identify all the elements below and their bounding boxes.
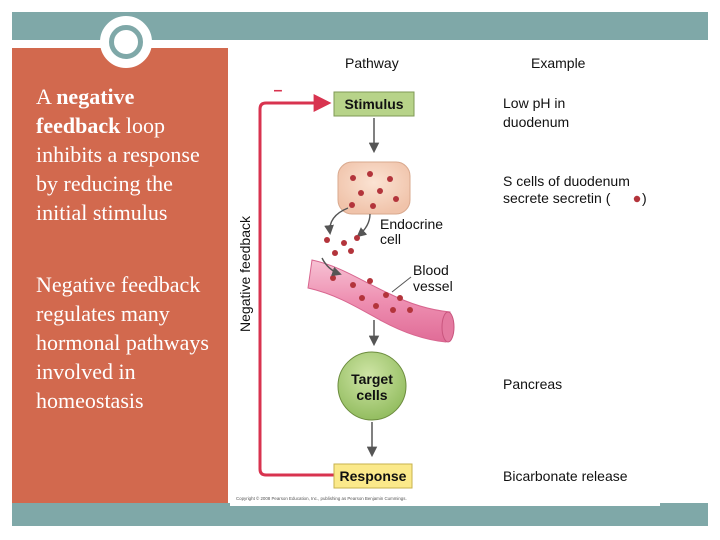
example-response: Bicarbonate release (503, 468, 628, 484)
example-stimulus-2: duodenum (503, 114, 569, 130)
minus-badge-icon (270, 82, 286, 98)
bullet-hormonal-pathways: Negative feedback regulates many hormona… (36, 272, 209, 413)
target-label-2: cells (356, 387, 387, 403)
endocrine-label-2: cell (380, 231, 401, 247)
example-endocrine-2: secrete secretin ( (503, 190, 611, 206)
target-cells (337, 351, 407, 421)
blood-vessel (307, 259, 451, 343)
arrow-into-vessel (321, 257, 342, 277)
feedback-loop-line (258, 94, 343, 477)
arrow-secretion-right (356, 213, 371, 238)
secretin-dot-icon (633, 195, 641, 203)
bottom-frame-bar (12, 503, 708, 526)
copyright-text: Copyright © 2008 Pearson Education, Inc.… (236, 496, 407, 501)
bullet-negative-feedback: A negative feedback loop inhibits a resp… (36, 84, 200, 225)
arrow-secretion-left (324, 207, 349, 235)
text-panel (12, 48, 228, 503)
blood-vessel-label-1: Blood (413, 262, 449, 278)
bullet-emphasis: negative feedback (36, 84, 135, 138)
endocrine-cell (337, 161, 411, 215)
feedback-diagram: Pathway Example – Negative feedback Stim… (230, 48, 660, 506)
example-header: Example (531, 55, 586, 71)
stimulus-label: Stimulus (344, 96, 403, 112)
response-box (333, 463, 413, 489)
vessel-hormone-dots (330, 275, 413, 313)
side-label-negative-feedback: Negative feedback (237, 215, 253, 332)
pathway-header: Pathway (345, 55, 399, 71)
response-label: Response (340, 468, 407, 484)
hormone-dots-transit (324, 235, 360, 256)
target-label-1: Target (351, 371, 393, 387)
vessel-opening (441, 311, 455, 343)
stimulus-box (333, 91, 415, 117)
example-stimulus-1: Low pH in (503, 95, 565, 111)
example-target: Pancreas (503, 376, 562, 392)
endocrine-label-1: Endocrine (380, 216, 443, 232)
blood-vessel-label-2: vessel (413, 278, 453, 294)
example-endocrine-1: S cells of duodenum (503, 173, 630, 189)
ring-badge-icon (100, 16, 152, 68)
example-endocrine-close: ) (642, 190, 647, 206)
endocrine-cell-dots (349, 171, 399, 209)
minus-sign: – (274, 82, 283, 99)
blood-vessel-pointer (391, 276, 412, 293)
